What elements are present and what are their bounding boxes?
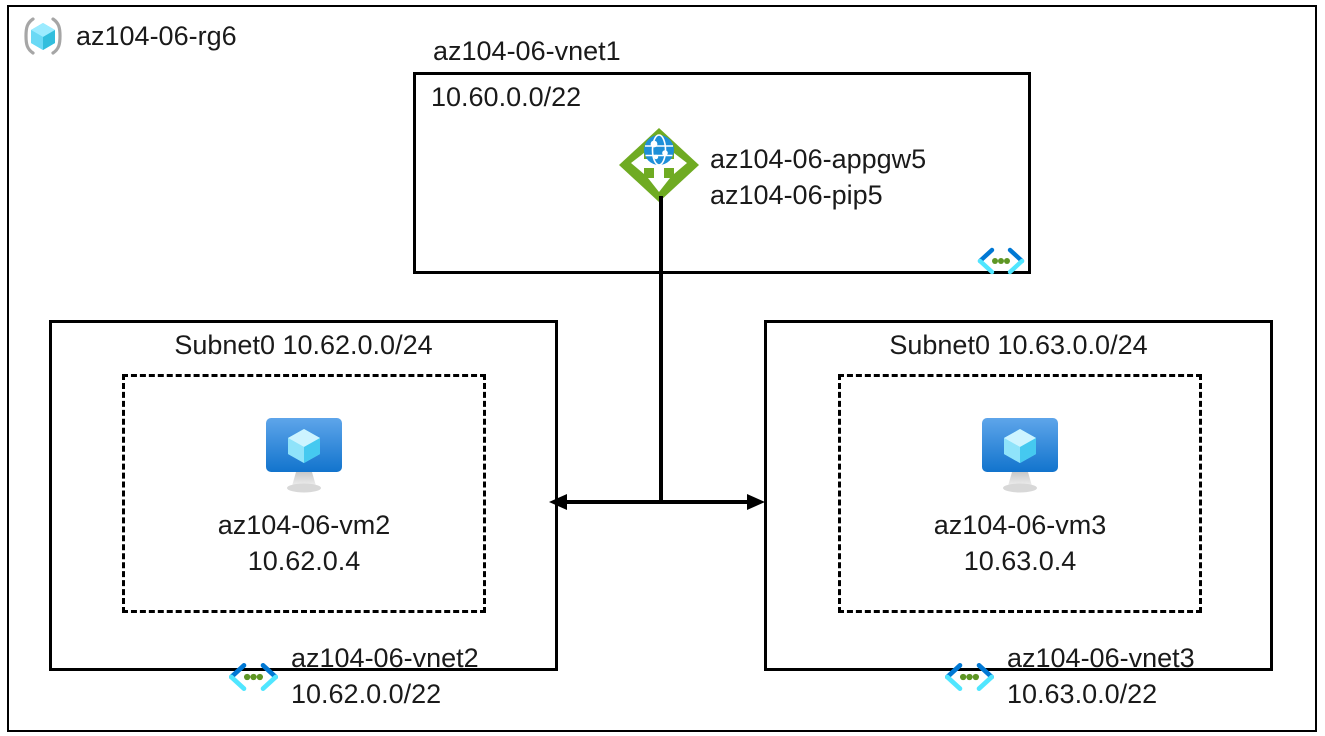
vnet3-vm-ip: 10.63.0.4 [963,545,1077,576]
vnet3-badge: az104-06-vnet3 10.63.0.0/22 [942,641,1195,712]
peering-arrow [549,494,765,510]
vnet1-virtual-network-icon [975,246,1027,276]
vnet3-boundary [764,320,1273,671]
vnet2-subnet-label: Subnet0 10.62.0.0/24 [174,330,433,360]
vnet3-name: az104-06-vnet3 [1007,643,1195,673]
application-gateway-labels: az104-06-appgw5 az104-06-pip5 [710,142,926,213]
vnet3-virtual-machine-icon [978,414,1062,496]
appgw-name: az104-06-appgw5 [710,144,927,174]
vnet2-virtual-network-icon [226,661,281,693]
vnet2-texts: az104-06-vnet2 10.62.0.0/22 [291,641,479,712]
vnet2-vm-name: az104-06-vm2 [217,510,391,540]
vnet2-boundary [49,320,558,671]
vnet1-boundary [413,72,1031,274]
vnet3-subnet-label: Subnet0 10.63.0.0/24 [889,330,1148,360]
vnet3-virtual-network-icon [942,661,997,693]
vnet3-vm-labels: az104-06-vm3 10.63.0.4 [838,508,1202,579]
vnet2-subnet-boundary [122,374,486,613]
resource-group-name: az104-06-rg6 [76,20,237,51]
resource-group-header: az104-06-rg6 [22,16,237,56]
vnet1-cidr: 10.60.0.0/22 [431,82,582,112]
vnet3-vm-name: az104-06-vm3 [933,510,1107,540]
vnet2-vm-labels: az104-06-vm2 10.62.0.4 [122,508,486,579]
resource-group-cube-icon [22,16,64,56]
vnet2-vm-ip: 10.62.0.4 [247,545,361,576]
vnet2-badge: az104-06-vnet2 10.62.0.0/22 [226,641,479,712]
resource-group-boundary [7,5,1317,732]
vnet3-subnet-boundary [838,374,1202,613]
vnet3-cidr: 10.63.0.0/22 [1007,678,1158,709]
vnet2-name: az104-06-vnet2 [291,643,479,673]
gateway-connector-line [659,196,663,502]
vnet2-cidr: 10.62.0.0/22 [291,678,442,709]
application-gateway-icon [617,126,701,204]
public-ip-name: az104-06-pip5 [710,179,883,210]
vnet1-title: az104-06-vnet1 [433,36,621,66]
vnet3-texts: az104-06-vnet3 10.63.0.0/22 [1007,641,1195,712]
vnet2-virtual-machine-icon [262,414,346,496]
